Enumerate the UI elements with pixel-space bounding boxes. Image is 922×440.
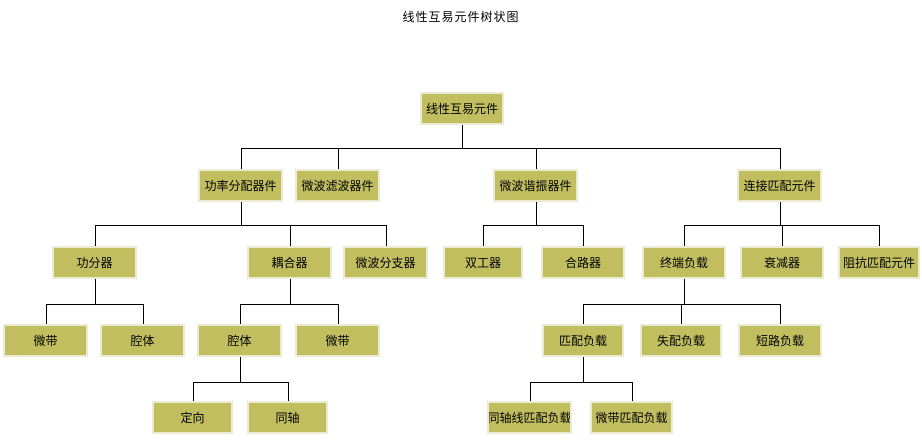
tree-node-impedance-match: 阻抗匹配元件	[838, 246, 920, 279]
connector-line	[483, 225, 584, 226]
tree-node-short-load: 短路负载	[738, 324, 822, 357]
connector-line	[536, 148, 537, 169]
tree-node-microstrip-1: 微带	[3, 324, 88, 357]
connector-line	[530, 382, 531, 401]
tree-node-root: 线性互易元件	[420, 92, 504, 125]
connector-line	[583, 304, 781, 305]
connector-line	[681, 304, 682, 324]
connector-line	[780, 304, 781, 324]
connector-line	[583, 304, 584, 324]
connector-line	[879, 225, 880, 246]
connector-line	[240, 304, 339, 305]
connector-line	[46, 304, 47, 324]
connector-line	[241, 202, 242, 225]
tree-node-divider: 功分器	[52, 246, 137, 279]
connector-line	[684, 279, 685, 304]
connector-line	[536, 202, 537, 225]
connector-line	[288, 382, 289, 401]
connector-line	[95, 225, 96, 246]
tree-node-matched-load: 匹配负载	[542, 324, 624, 357]
connector-line	[290, 225, 291, 246]
tree-node-resonator: 微波谐振器件	[493, 169, 578, 202]
connector-line	[193, 382, 289, 383]
tree-node-terminal-load: 终端负载	[642, 246, 726, 279]
connector-line	[240, 357, 241, 382]
tree-node-cavity-1: 腔体	[100, 324, 185, 357]
connector-line	[780, 148, 781, 169]
connector-line	[143, 304, 144, 324]
connector-line	[240, 304, 241, 324]
connector-line	[338, 148, 339, 169]
connector-line	[95, 225, 387, 226]
tree-node-duplexer: 双工器	[443, 246, 523, 279]
tree-node-micro-matched: 微带匹配负载	[590, 401, 673, 434]
tree-node-coaxial: 同轴	[247, 401, 328, 434]
connector-line	[583, 225, 584, 246]
tree-node-coax-matched: 同轴线匹配负载	[487, 401, 572, 434]
connector-line	[95, 279, 96, 304]
connector-line	[338, 304, 339, 324]
connector-line	[241, 148, 242, 169]
tree-node-combiner: 合路器	[541, 246, 625, 279]
tree-node-attenuator: 衰减器	[740, 246, 824, 279]
tree-node-mismatched-load: 失配负载	[640, 324, 722, 357]
tree-node-connect-match: 连接匹配元件	[737, 169, 822, 202]
connector-line	[530, 382, 633, 383]
tree-node-filter: 微波滤波器件	[295, 169, 380, 202]
connector-line	[632, 382, 633, 401]
tree-node-power-dist: 功率分配器件	[198, 169, 283, 202]
diagram-title: 线性互易元件树状图	[402, 10, 520, 24]
tree-node-directional: 定向	[152, 401, 233, 434]
connector-line	[483, 225, 484, 246]
connector-line	[386, 225, 387, 246]
tree-node-coupler: 耦合器	[247, 246, 332, 279]
connector-line	[193, 382, 194, 401]
tree-node-cavity-2: 腔体	[197, 324, 282, 357]
connector-line	[583, 357, 584, 382]
tree-node-microstrip-2: 微带	[295, 324, 380, 357]
connector-line	[462, 125, 463, 148]
tree-node-branch: 微波分支器	[343, 246, 428, 279]
connector-line	[780, 202, 781, 225]
connector-line	[782, 225, 783, 246]
connector-line	[241, 148, 781, 149]
connector-line	[46, 304, 144, 305]
connector-line	[290, 279, 291, 304]
connector-line	[684, 225, 685, 246]
